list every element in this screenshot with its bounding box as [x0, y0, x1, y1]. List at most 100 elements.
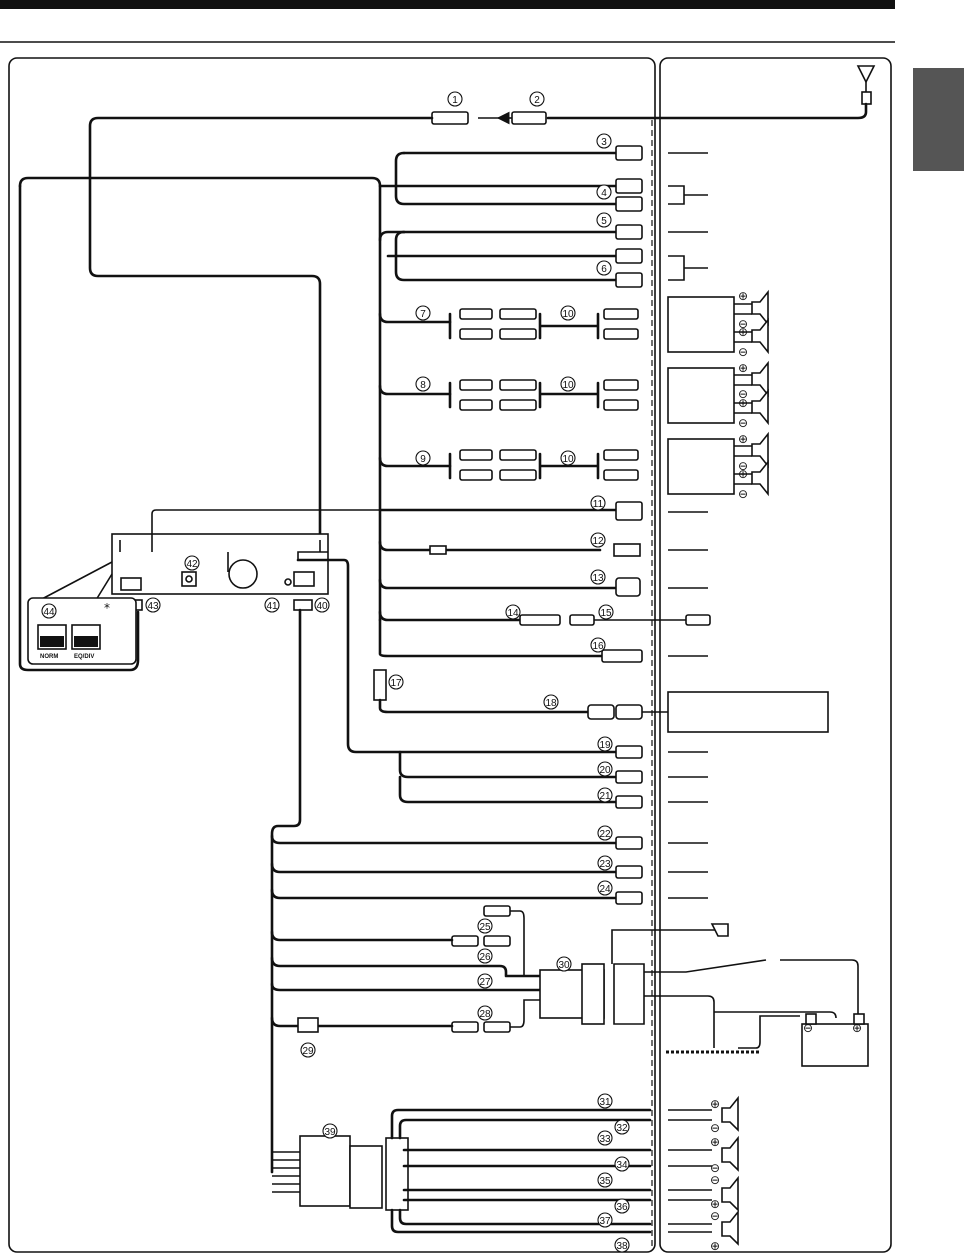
- svg-text:8: 8: [420, 380, 426, 391]
- svg-text:6: 6: [601, 264, 607, 275]
- svg-text:37: 37: [599, 1216, 611, 1227]
- antenna-group: [88, 65, 876, 552]
- switch-label-norm: NORM: [40, 654, 58, 660]
- svg-text:23: 23: [599, 859, 611, 870]
- svg-text:11: 11: [593, 499, 604, 510]
- right-leader-lines: [668, 152, 708, 281]
- callout-9: 9: [415, 450, 431, 466]
- svg-text:⊖: ⊖: [738, 387, 748, 401]
- callout-23: 23: [597, 855, 613, 871]
- svg-text:20: 20: [599, 765, 611, 776]
- callout-10a: 10: [560, 305, 576, 321]
- svg-text:24: 24: [599, 884, 611, 895]
- svg-text:40: 40: [316, 601, 328, 612]
- svg-text:⊕: ⊕: [738, 467, 748, 481]
- speaker-harness: [272, 1095, 739, 1246]
- callout-6: 6: [596, 260, 612, 276]
- svg-text:9: 9: [420, 454, 426, 465]
- svg-text:42: 42: [186, 559, 198, 570]
- svg-text:27: 27: [479, 977, 491, 988]
- svg-text:39: 39: [324, 1127, 336, 1138]
- svg-text:10: 10: [562, 380, 574, 391]
- svg-text:⊖: ⊖: [738, 416, 748, 430]
- callout-42: 42: [184, 555, 200, 571]
- callout-7: 7: [415, 305, 431, 321]
- svg-text:⊖: ⊖: [738, 317, 748, 331]
- svg-text:33: 33: [599, 1134, 611, 1145]
- callout-8: 8: [415, 376, 431, 392]
- svg-text:15: 15: [600, 608, 612, 619]
- svg-text:12: 12: [592, 536, 604, 547]
- callout-21: 21: [597, 787, 613, 803]
- svg-text:7: 7: [420, 309, 426, 320]
- callout-39: 39: [322, 1123, 338, 1139]
- callout-15: 15: [598, 604, 614, 620]
- svg-text:36: 36: [616, 1202, 628, 1213]
- callout-2: 2: [529, 91, 545, 107]
- callout-19: 19: [597, 736, 613, 752]
- callout-35: 35: [597, 1172, 613, 1188]
- callout-30: 30: [556, 956, 572, 972]
- callout-32: 32: [614, 1119, 630, 1135]
- svg-text:43: 43: [147, 601, 159, 612]
- svg-text:30: 30: [558, 960, 570, 971]
- callout-24: 24: [597, 880, 613, 896]
- svg-text:⊖: ⊖: [738, 345, 748, 359]
- svg-text:5: 5: [601, 216, 607, 227]
- svg-text:38: 38: [616, 1241, 628, 1252]
- svg-text:13: 13: [592, 573, 604, 584]
- svg-text:10: 10: [562, 309, 574, 320]
- external-device: [373, 669, 829, 733]
- section-tab: [913, 68, 964, 171]
- right-panel: [659, 57, 892, 1253]
- callout-10b: 10: [560, 376, 576, 392]
- callout-13: 13: [590, 569, 606, 585]
- callout-33: 33: [597, 1130, 613, 1146]
- callout-1: 1: [447, 91, 463, 107]
- callout-17: 17: [388, 674, 404, 690]
- svg-text:⊖: ⊖: [710, 1209, 720, 1223]
- svg-text:25: 25: [479, 922, 491, 933]
- callout-31: 31: [597, 1093, 613, 1109]
- callout-20: 20: [597, 761, 613, 777]
- svg-text:⊕: ⊕: [738, 289, 748, 303]
- callout-14: 14: [505, 604, 521, 620]
- svg-text:⊕: ⊕: [852, 1021, 862, 1035]
- svg-text:⊖: ⊖: [803, 1021, 813, 1035]
- callout-38: 38: [614, 1237, 630, 1253]
- svg-text:44: 44: [43, 607, 55, 618]
- callout-22: 22: [597, 825, 613, 841]
- svg-text:4: 4: [601, 188, 607, 199]
- svg-text:19: 19: [599, 740, 611, 751]
- connectors-mid: [378, 501, 711, 663]
- callout-36: 36: [614, 1198, 630, 1214]
- svg-text:32: 32: [616, 1123, 628, 1134]
- callout-18: 18: [543, 694, 559, 710]
- svg-text:34: 34: [616, 1160, 628, 1171]
- callout-41: 41: [264, 597, 280, 613]
- rca-trunk: [18, 151, 618, 672]
- svg-text:⊖: ⊖: [710, 1121, 720, 1135]
- right-leader-lines-mid: [668, 511, 708, 899]
- callout-43: 43: [145, 597, 161, 613]
- callout-37: 37: [597, 1212, 613, 1228]
- svg-text:⊕: ⊕: [738, 325, 748, 339]
- svg-text:⊕: ⊕: [738, 432, 748, 446]
- svg-text:⊖: ⊖: [710, 1161, 720, 1175]
- svg-text:⊕: ⊕: [710, 1135, 720, 1149]
- callout-28: 28: [477, 1005, 493, 1021]
- svg-text:21: 21: [599, 791, 611, 802]
- svg-text:18: 18: [545, 698, 557, 709]
- svg-text:28: 28: [479, 1009, 491, 1020]
- svg-text:22: 22: [599, 829, 611, 840]
- svg-text:⊖: ⊖: [710, 1173, 720, 1187]
- callout-27: 27: [477, 973, 493, 989]
- callout-16: 16: [590, 637, 606, 653]
- switch-label-eqdiv: EQ/DIV: [74, 654, 94, 660]
- preout-rca: [378, 308, 639, 481]
- power-group: [270, 905, 869, 1067]
- callout-3: 3: [596, 133, 612, 149]
- polarity-marks: ⊕ ⊖ ⊕ ⊖ ⊕ ⊖ ⊕ ⊖ ⊕ ⊖ ⊕ ⊖ ⊖ ⊕ ⊕ ⊖ ⊕ ⊖ ⊖ ⊕ …: [710, 289, 862, 1253]
- header-bar: [0, 0, 895, 9]
